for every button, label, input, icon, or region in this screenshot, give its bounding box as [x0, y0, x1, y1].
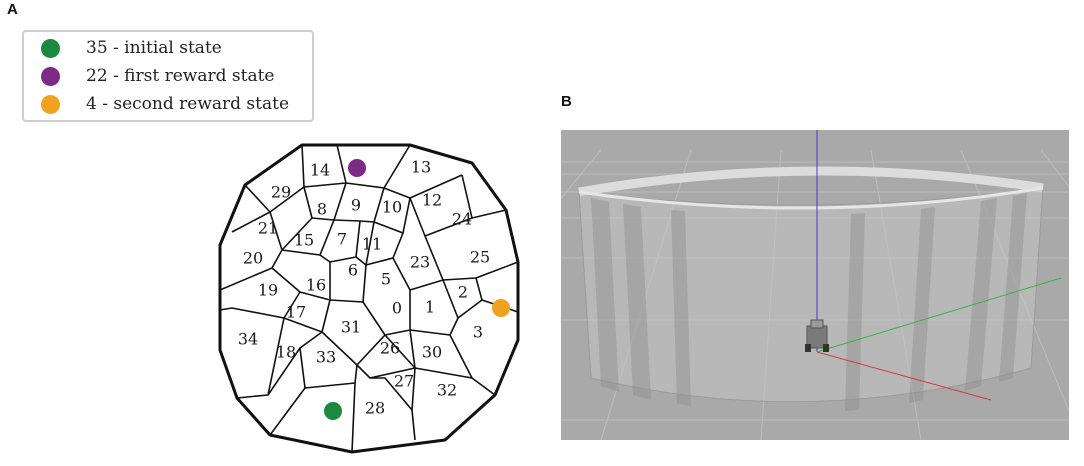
cell-label: 20	[243, 249, 263, 268]
legend-item-first-reward: 22 - first reward state	[24, 63, 274, 89]
cell-label: 19	[258, 281, 278, 300]
cell-label: 25	[470, 248, 490, 267]
cell-edge	[336, 144, 347, 184]
cell-edge	[219, 211, 283, 291]
cell-label: 8	[317, 200, 327, 219]
cell-edge	[333, 187, 385, 223]
legend-label-first-reward: 22 - first reward state	[86, 66, 275, 86]
cell-label: 16	[306, 276, 326, 295]
panel-label-b: B	[561, 93, 572, 110]
cell-edge	[236, 331, 323, 399]
cell-label: 13	[411, 158, 431, 177]
cell-label: 11	[362, 235, 382, 254]
green-dot-icon	[41, 38, 60, 58]
cell-label: 2	[458, 283, 468, 302]
legend-item-initial: 35 - initial state	[24, 35, 222, 61]
legend-label-second-reward: 4 - second reward state	[86, 94, 290, 114]
cell-label: 10	[382, 198, 402, 217]
second-reward-marker	[492, 299, 510, 317]
arena-boundary	[218, 143, 520, 454]
cell-label: 27	[394, 372, 414, 391]
cell-label: 33	[316, 348, 336, 367]
arena-rim-front	[578, 186, 1044, 210]
wall-panels	[591, 193, 1027, 411]
cell-label: 15	[294, 231, 314, 250]
cell-edge	[370, 367, 416, 411]
cell-label: 7	[337, 230, 347, 249]
cell-label: 5	[381, 270, 391, 289]
legend: 35 - initial state 22 - first reward sta…	[22, 30, 314, 122]
y-axis-line	[816, 277, 1062, 353]
robot-icon	[805, 319, 829, 352]
cell-label: 21	[258, 219, 278, 238]
cell-edge	[219, 291, 301, 319]
cell-label: 32	[437, 381, 457, 400]
cell-label: 31	[341, 318, 361, 337]
cell-label: 9	[351, 196, 361, 215]
cell-label: 17	[286, 303, 306, 322]
cell-label: 0	[392, 299, 402, 318]
cell-label: 26	[380, 339, 400, 358]
first-reward-marker	[348, 159, 366, 177]
cell-edge	[281, 219, 335, 256]
cell-label: 12	[422, 191, 442, 210]
cell-label: 24	[452, 210, 472, 229]
cell-edge	[414, 367, 473, 379]
cell-edge	[231, 211, 271, 233]
legend-item-second-reward: 4 - second reward state	[24, 91, 289, 117]
cell-label: 18	[276, 343, 296, 362]
cell-edge	[351, 382, 356, 453]
cell-label: 1	[425, 298, 435, 317]
cell-edge	[319, 220, 361, 263]
cell-label: 3	[473, 323, 483, 342]
cell-edge	[299, 347, 358, 389]
cell-edge	[409, 317, 459, 336]
orange-dot-icon	[41, 94, 60, 114]
cell-label: 6	[348, 261, 358, 280]
cell-label: 23	[410, 253, 430, 272]
cell-edge	[392, 235, 444, 291]
arena-rim-back	[578, 166, 1044, 197]
cell-edge	[461, 174, 473, 219]
cell-edge	[271, 262, 331, 301]
initial-state-marker	[324, 402, 342, 420]
x-axis-line	[816, 351, 992, 401]
arena-wall	[578, 187, 1044, 403]
purple-dot-icon	[41, 66, 60, 86]
cell-label: 28	[365, 399, 385, 418]
cell-edge	[409, 197, 507, 237]
legend-label-initial: 35 - initial state	[86, 38, 222, 58]
cell-edge	[442, 277, 483, 319]
arena-state-map: 0 1 2 3 5 6 7 8 9 10 11 12 13 14 15 16 1…	[218, 143, 520, 454]
cell-edge	[269, 387, 306, 436]
cell-label: 30	[422, 343, 442, 362]
cell-label: 29	[271, 183, 291, 202]
cell-label: 14	[310, 161, 330, 180]
cell-edge	[411, 409, 416, 441]
panel-label-a: A	[7, 1, 18, 18]
cell-label: 34	[238, 330, 258, 349]
simulation-view	[561, 130, 1069, 440]
cell-edge	[362, 290, 411, 336]
cell-edge	[267, 317, 285, 396]
